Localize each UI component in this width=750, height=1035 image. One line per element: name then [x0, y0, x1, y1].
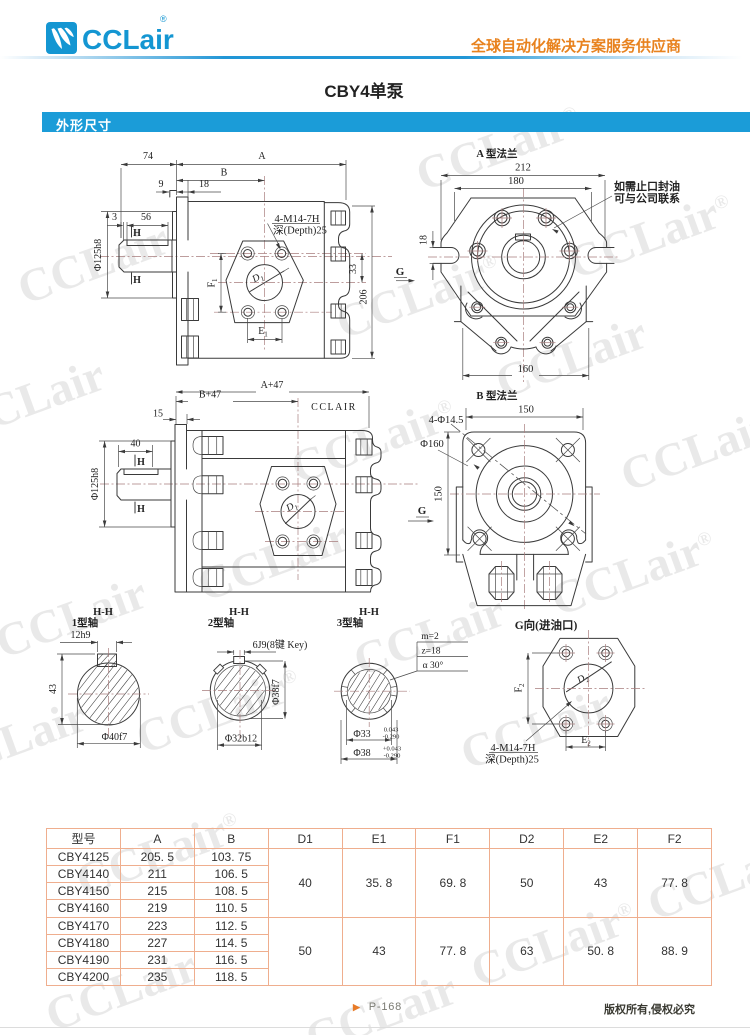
svg-text:Φ32b12: Φ32b12	[225, 734, 257, 745]
svg-text:18: 18	[199, 179, 209, 190]
svg-text:Φ33: Φ33	[353, 729, 370, 740]
svg-text:G: G	[396, 266, 405, 278]
svg-text:B+47: B+47	[199, 390, 221, 401]
svg-text:3: 3	[112, 212, 117, 223]
svg-text:G向(进油口): G向(进油口)	[515, 618, 578, 632]
svg-text:D1: D1	[250, 270, 266, 287]
svg-text:33: 33	[348, 264, 359, 274]
svg-text:H: H	[133, 228, 141, 239]
svg-text:A+47: A+47	[261, 380, 284, 391]
svg-text:4-Φ14.5: 4-Φ14.5	[429, 415, 464, 426]
svg-text:H-H: H-H	[93, 607, 113, 618]
svg-text:-0.290: -0.290	[383, 734, 400, 741]
svg-text:E1: E1	[258, 326, 268, 339]
svg-text:z=18: z=18	[421, 647, 440, 657]
svg-text:m=2: m=2	[421, 632, 439, 642]
svg-text:深(Depth)25: 深(Depth)25	[485, 754, 539, 766]
svg-text:H-H: H-H	[359, 607, 379, 618]
svg-text:4-M14-7H: 4-M14-7H	[491, 743, 536, 754]
svg-text:H: H	[137, 504, 145, 515]
svg-text:如需止口封油: 如需止口封油	[614, 179, 680, 193]
svg-text:180: 180	[508, 176, 524, 187]
svg-text:α 30°: α 30°	[423, 660, 444, 671]
svg-text:B: B	[221, 168, 228, 179]
svg-text:Φ38f7: Φ38f7	[271, 679, 282, 705]
svg-text:1型轴: 1型轴	[72, 616, 98, 629]
svg-text:9: 9	[159, 179, 164, 190]
svg-text:CCLAIR: CCLAIR	[311, 402, 357, 413]
svg-text:40: 40	[131, 439, 141, 450]
svg-text:Φ38: Φ38	[353, 748, 370, 759]
svg-text:0.043: 0.043	[384, 727, 399, 734]
svg-text:A 型法兰: A 型法兰	[476, 147, 518, 160]
svg-text:212: 212	[515, 163, 531, 174]
svg-text:43: 43	[48, 684, 59, 694]
svg-text:2型轴: 2型轴	[208, 616, 234, 629]
svg-text:6J9(8键 Key): 6J9(8键 Key)	[253, 638, 308, 651]
svg-text:B 型法兰: B 型法兰	[476, 389, 518, 402]
svg-text:可与公司联系: 可与公司联系	[614, 191, 680, 205]
svg-text:H: H	[137, 457, 145, 468]
svg-text:4-M14-7H: 4-M14-7H	[275, 214, 320, 225]
svg-text:160: 160	[518, 364, 534, 375]
svg-text:+0.043: +0.043	[383, 746, 401, 753]
svg-text:E2: E2	[581, 735, 591, 748]
svg-text:15: 15	[153, 409, 163, 420]
svg-text:H: H	[133, 275, 141, 286]
svg-text:F1: F1	[207, 278, 220, 288]
svg-text:3型轴: 3型轴	[337, 616, 363, 629]
svg-text:206: 206	[359, 290, 370, 305]
svg-text:74: 74	[143, 151, 153, 162]
svg-text:深(Depth)25: 深(Depth)25	[273, 225, 327, 237]
svg-text:F2: F2	[514, 683, 527, 693]
svg-text:Φ40f7: Φ40f7	[102, 732, 128, 743]
svg-text:Φ125h8: Φ125h8	[93, 239, 104, 271]
svg-text:56: 56	[141, 212, 151, 223]
svg-text:18: 18	[419, 235, 430, 245]
svg-text:Φ160: Φ160	[420, 439, 443, 450]
svg-text:150: 150	[518, 405, 534, 416]
svg-text:-0.290: -0.290	[384, 753, 401, 760]
svg-text:G: G	[418, 505, 427, 517]
svg-text:H-H: H-H	[229, 607, 249, 618]
svg-text:12h9: 12h9	[71, 630, 91, 641]
svg-text:150: 150	[434, 486, 445, 502]
svg-text:D1: D1	[284, 499, 300, 516]
svg-text:Φ125h8: Φ125h8	[90, 468, 101, 500]
svg-text:A: A	[258, 151, 266, 162]
